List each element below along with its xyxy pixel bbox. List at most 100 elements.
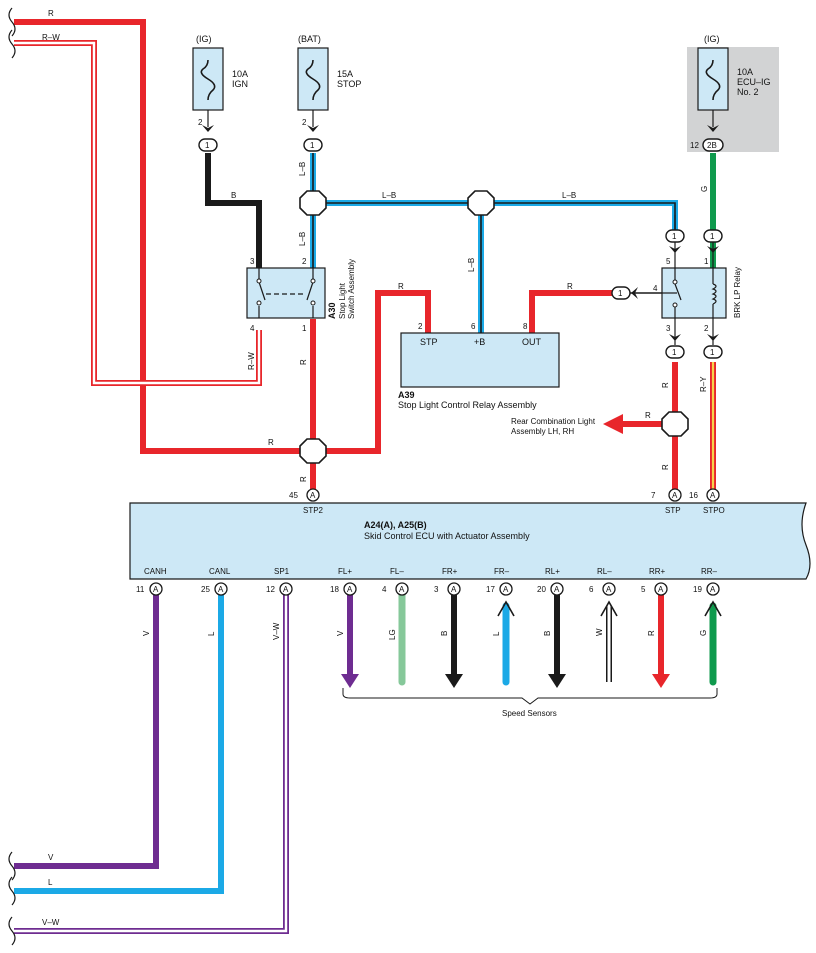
ecu-top-stpo-pin-circle <box>706 488 720 502</box>
label-ry: R–Y <box>699 376 708 392</box>
ecu-bottom-5-label: FR+ <box>442 567 458 576</box>
label-lb-3: L–B <box>382 191 396 200</box>
brk-pin-5: 5 <box>666 257 671 266</box>
ecu-bottom-8-wire: W <box>595 628 604 636</box>
ecu-top-stp2-conn: A <box>310 491 316 500</box>
ecu-bottom-0-wire: V <box>142 630 151 636</box>
connector-arrow-icon <box>707 246 719 253</box>
label-bottom-v: V <box>48 853 54 862</box>
fuse-ecu-ig: (IG) 10A ECU–IG No. 2 12 2B <box>690 34 771 152</box>
fuse-stop-source: (BAT) <box>298 34 321 44</box>
wire-r-stp <box>313 290 431 454</box>
ecu-bottom-0-pin: 11 <box>136 585 145 594</box>
ecu-bottom-6-wire: L <box>492 631 501 636</box>
ecu-bottom-7-wire: B <box>543 631 552 636</box>
wire-break-marks <box>8 7 16 946</box>
arrow-rear-light <box>603 414 623 434</box>
brk-lp-relay: 5 1 4 3 2 BRK LP Relay <box>653 257 742 333</box>
junction-lb-mid <box>467 190 495 216</box>
fuse-ecu-ig-icon <box>705 59 721 101</box>
label-b: B <box>231 191 236 200</box>
brk-pin-1: 1 <box>704 257 709 266</box>
relay-pin-8: 8 <box>523 322 528 331</box>
fuse-ecu-ig-name1: ECU–IG <box>737 77 771 87</box>
switch-pin-3: 3 <box>250 257 255 266</box>
ecu-bottom-3-wire: V <box>336 630 345 636</box>
ecu-bottom-1-conn: A <box>218 585 224 594</box>
label-top-r: R <box>48 9 54 18</box>
junction-lb-left <box>299 190 327 216</box>
label-lb-1: L–B <box>298 162 307 176</box>
ecu-bottom-10-pin: 19 <box>693 585 702 594</box>
ecu-code: A24(A), A25(B) <box>364 520 427 530</box>
fuse-stop-connector: 1 <box>310 141 315 150</box>
fuse-ecu-ig-connector: 2B <box>707 141 717 150</box>
ecu-bottom-1-pin: 25 <box>201 585 210 594</box>
label-r-5: R <box>299 476 308 482</box>
switch-code: A30 <box>327 302 337 319</box>
ecu-top-stp-pin: 7 <box>651 491 656 500</box>
label-r-6: R <box>661 382 670 388</box>
connector-arrow-icon <box>669 246 681 253</box>
brk-pin-2: 2 <box>704 324 709 333</box>
junction-r-left <box>299 438 327 464</box>
fuse-stop-icon <box>305 59 321 101</box>
label-r-4: R <box>268 438 274 447</box>
ecu-bottom-1-pin-circle <box>214 582 228 596</box>
ecu-bottom-6-label: FR– <box>494 567 510 576</box>
ecu-bottom-2-pin-circle <box>279 582 293 596</box>
ecu-top-stpo-label: STPO <box>703 506 725 515</box>
brk-conn-c: 1 <box>618 289 623 298</box>
label-lb-5: L–B <box>467 258 476 272</box>
relay-term-b: +B <box>474 337 485 347</box>
ecu-bottom-7-pin-circle <box>550 582 564 596</box>
ecu-bottom-8-conn: A <box>606 585 612 594</box>
wire-canl <box>14 592 224 894</box>
wire-r-main <box>14 19 313 454</box>
label-bottom-vw: V–W <box>42 918 60 927</box>
ecu-top-stp2-pin-circle <box>306 488 320 502</box>
ecu-bottom-1-wire: L <box>207 631 216 636</box>
ecu-body <box>129 502 811 580</box>
rear-light-label-1: Rear Combination Light <box>511 417 596 426</box>
ecu-top-stp2-pin: 45 <box>289 491 298 500</box>
ecu-bottom-5-pin-circle <box>447 582 461 596</box>
label-top-rw: R–W <box>42 33 60 42</box>
ecu-bottom-5-pin: 3 <box>434 585 439 594</box>
ecu-bottom-0-label: CANH <box>144 567 167 576</box>
label-r-3: R <box>299 359 308 365</box>
wire-sp1 <box>14 592 289 934</box>
ecu-bottom-6-conn: A <box>503 585 509 594</box>
relay-term-out: OUT <box>522 337 542 347</box>
ecu-bottom-9-pin: 5 <box>641 585 646 594</box>
stop-light-control-relay: 2 6 8 STP +B OUT A39 Stop Light Control … <box>398 322 560 410</box>
ecu-bottom-2-pin: 12 <box>266 585 275 594</box>
ecu-bottom-10-wire: G <box>699 630 708 636</box>
ecu-bottom-10-conn: A <box>710 585 716 594</box>
connector-arrow-icon <box>669 334 681 341</box>
ecu-bottom-3-conn: A <box>347 585 353 594</box>
wire-r-out <box>529 290 614 333</box>
label-lb-4: L–B <box>562 191 576 200</box>
brk-pin-4: 4 <box>653 284 658 293</box>
brk-conn-a: 1 <box>672 232 677 241</box>
fuse-ign-connector: 1 <box>205 141 210 150</box>
ecu-top-stp-conn: A <box>672 491 678 500</box>
switch-pin-1: 1 <box>302 324 307 333</box>
connector-arrow-icon <box>707 125 719 132</box>
ecu-bottom-9-label: RR+ <box>649 567 666 576</box>
ecu-bottom-2-label: SP1 <box>274 567 290 576</box>
brk-conn-d: 1 <box>672 348 677 357</box>
relay-pin-6: 6 <box>471 322 476 331</box>
fuse-ign-name: IGN <box>232 79 248 89</box>
ecu-name: Skid Control ECU with Actuator Assembly <box>364 531 530 541</box>
fuse-ecu-ig-rating: 10A <box>737 67 753 77</box>
ecu-bottom-5-wire: B <box>440 631 449 636</box>
ecu-bottom-3-pin: 18 <box>330 585 339 594</box>
connector-arrow-icon <box>631 287 638 299</box>
wire-labels: R R–W B L–B L–B L–B L–B L–B G R–W R R R … <box>42 9 709 927</box>
ecu-bottom-7-label: RL+ <box>545 567 560 576</box>
ecu-bottom-4-wire: LG <box>388 629 397 640</box>
